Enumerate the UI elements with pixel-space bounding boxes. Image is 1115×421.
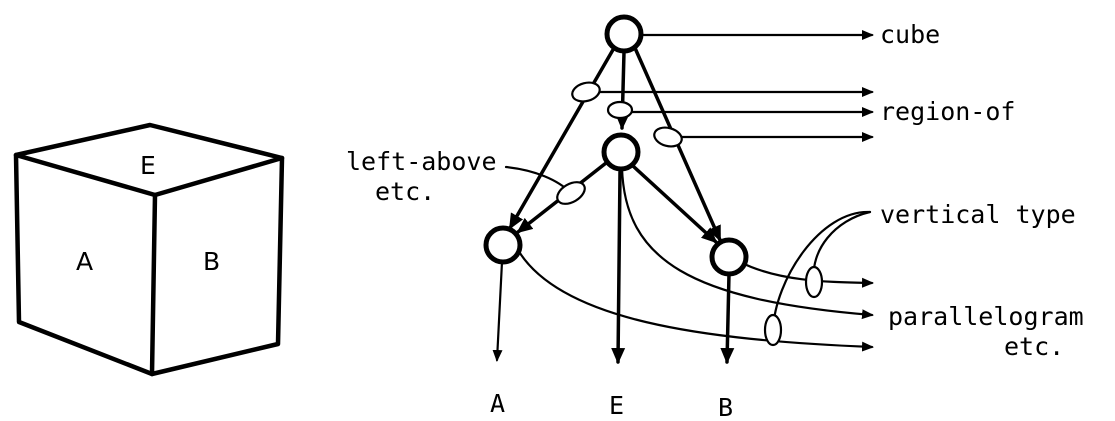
edge-b-leaf	[720, 272, 735, 364]
label-parallelogram: parallelogram	[888, 302, 1084, 331]
label-cube: cube	[880, 20, 940, 49]
edge-marker-oval	[763, 313, 783, 347]
label-vertical-type: vertical type	[880, 200, 1076, 229]
node-face-a	[483, 225, 523, 265]
cube-face-left-label: A	[76, 247, 93, 276]
cube-face-right-label: B	[203, 247, 220, 276]
cube-edge-front-top	[13, 152, 158, 198]
edge-a-leaf	[492, 260, 504, 362]
leaf-label-e: E	[609, 391, 624, 420]
edge-marker-oval	[804, 265, 824, 299]
node-face-b	[709, 237, 749, 277]
cube-outline	[13, 122, 285, 377]
cube-edge-right-top	[152, 155, 285, 198]
cube-drawing: E A B	[13, 122, 285, 377]
cube-edge-vertical	[149, 192, 158, 377]
semantic-network: cube region-of left-above etc. vertical …	[346, 14, 1084, 421]
cube-face-top-label: E	[140, 151, 156, 180]
label-parallelogram-etc: etc.	[1004, 332, 1064, 361]
label-region-of: region-of	[880, 97, 1015, 126]
label-left-above: left-above	[346, 147, 497, 176]
edge-marker-oval	[571, 81, 601, 103]
curve-vertical-type-pointer-1	[812, 210, 872, 284]
curve-a-to-etc	[516, 248, 874, 352]
node-face-e	[601, 132, 641, 172]
node-cube	[604, 14, 644, 54]
edge-marker-oval	[606, 100, 634, 120]
edge-e-to-b	[631, 164, 718, 244]
curve-e-to-parallelogram	[620, 166, 874, 320]
leaf-label-b: B	[718, 393, 733, 421]
edge-marker-oval	[653, 126, 683, 148]
edge-marker-oval	[556, 181, 586, 205]
label-left-above-etc: etc.	[375, 177, 435, 206]
leaf-label-a: A	[490, 389, 505, 418]
edge-e-leaf	[611, 170, 626, 364]
edge-cube-to-a	[508, 46, 616, 230]
curve-vertical-type-pointer-2	[771, 210, 872, 332]
